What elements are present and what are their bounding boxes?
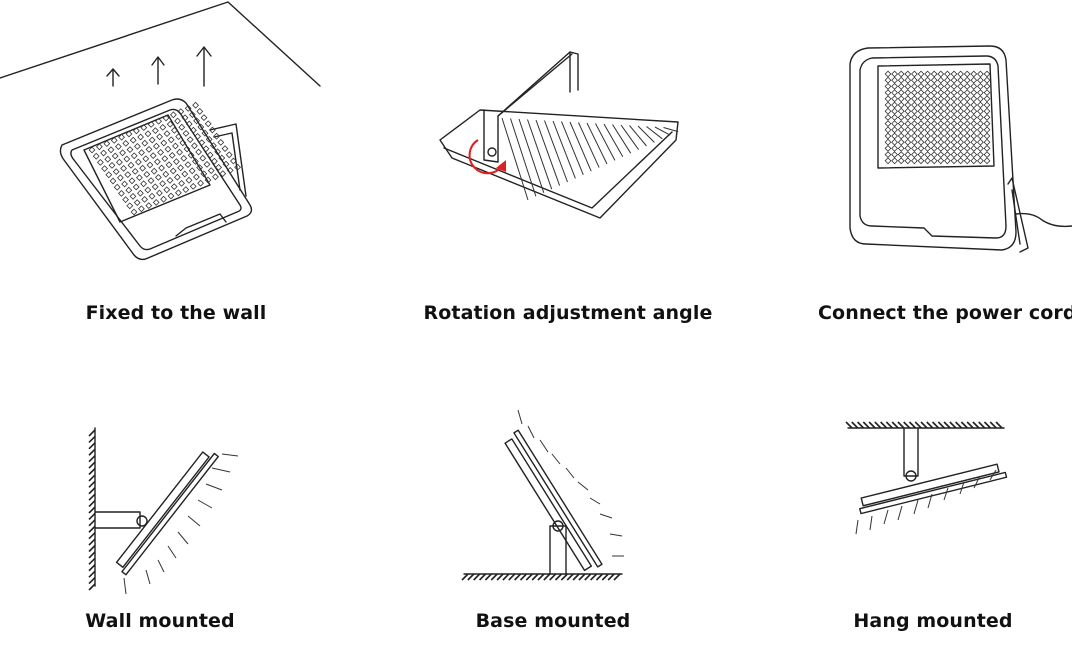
floodlight-icon <box>59 98 253 261</box>
base-mounted-illustration <box>461 409 624 581</box>
step-label-power: Connect the power cord <box>818 302 1072 324</box>
hang-mounted-illustration <box>845 421 1008 535</box>
up-arrow-icon <box>106 68 120 87</box>
fixed-to-wall-illustration <box>0 1 321 261</box>
wall-outline <box>0 1 321 87</box>
mount-label-wall: Wall mounted <box>85 610 235 632</box>
panel-base-mounted: Base mounted <box>360 380 720 652</box>
rotation-arrow-icon <box>468 139 506 175</box>
mount-label-hang: Hang mounted <box>853 610 1013 632</box>
wall-mounted-illustration <box>88 427 239 595</box>
floodlight-side-icon <box>859 463 1008 515</box>
rotation-illustration <box>439 51 679 219</box>
panel-wall-mounted: Wall mounted <box>0 380 360 652</box>
up-arrow-icon <box>196 46 212 87</box>
floodlight-side-icon <box>115 451 219 576</box>
power-cord-illustration <box>849 45 1072 253</box>
floodlight-front-icon <box>849 45 1072 253</box>
step-label-rotation: Rotation adjustment angle <box>423 302 713 324</box>
up-arrow-icon <box>151 56 165 85</box>
panel-fixed-to-wall: Fixed to the wall <box>0 0 360 324</box>
step-label-fixed: Fixed to the wall <box>85 302 267 324</box>
mount-label-base: Base mounted <box>475 610 631 632</box>
led-array <box>88 101 241 216</box>
led-array <box>884 70 991 165</box>
panel-rotation-adjustment: Rotation adjustment angle <box>360 0 720 324</box>
panel-hang-mounted: Hang mounted <box>712 380 1072 652</box>
floodlight-back-icon <box>439 51 679 219</box>
floodlight-side-icon <box>504 429 603 572</box>
panel-power-cord: Connect the power cord <box>712 0 1072 324</box>
